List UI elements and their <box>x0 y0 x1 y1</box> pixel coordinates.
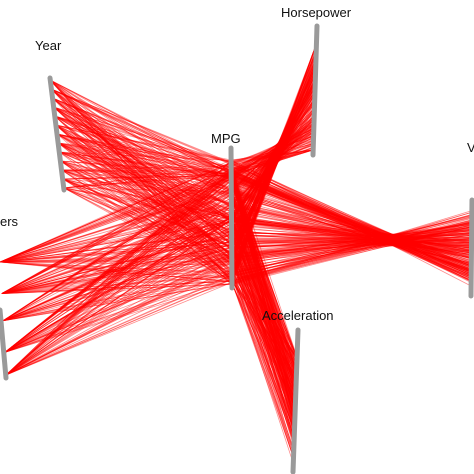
axis-label-horsepower: Horsepower <box>281 5 352 20</box>
axis-cylinders <box>0 307 9 381</box>
axis-acceleration <box>290 327 301 474</box>
axis-year <box>47 75 67 193</box>
axis-weight <box>468 197 474 299</box>
axis-label-cylinders: ers <box>0 214 19 229</box>
polyline-layer <box>0 44 473 464</box>
axis-label-layer: Year Horsepower MPG ers Acceleration V <box>0 5 474 323</box>
axis-label-mpg: MPG <box>211 131 241 146</box>
axis-label-weight: V <box>467 140 474 155</box>
axis-layer <box>0 23 474 474</box>
axis-mpg <box>228 145 235 291</box>
axis-horsepower <box>310 23 320 158</box>
axis-label-acceleration: Acceleration <box>262 308 334 323</box>
axis-label-year: Year <box>35 38 62 53</box>
